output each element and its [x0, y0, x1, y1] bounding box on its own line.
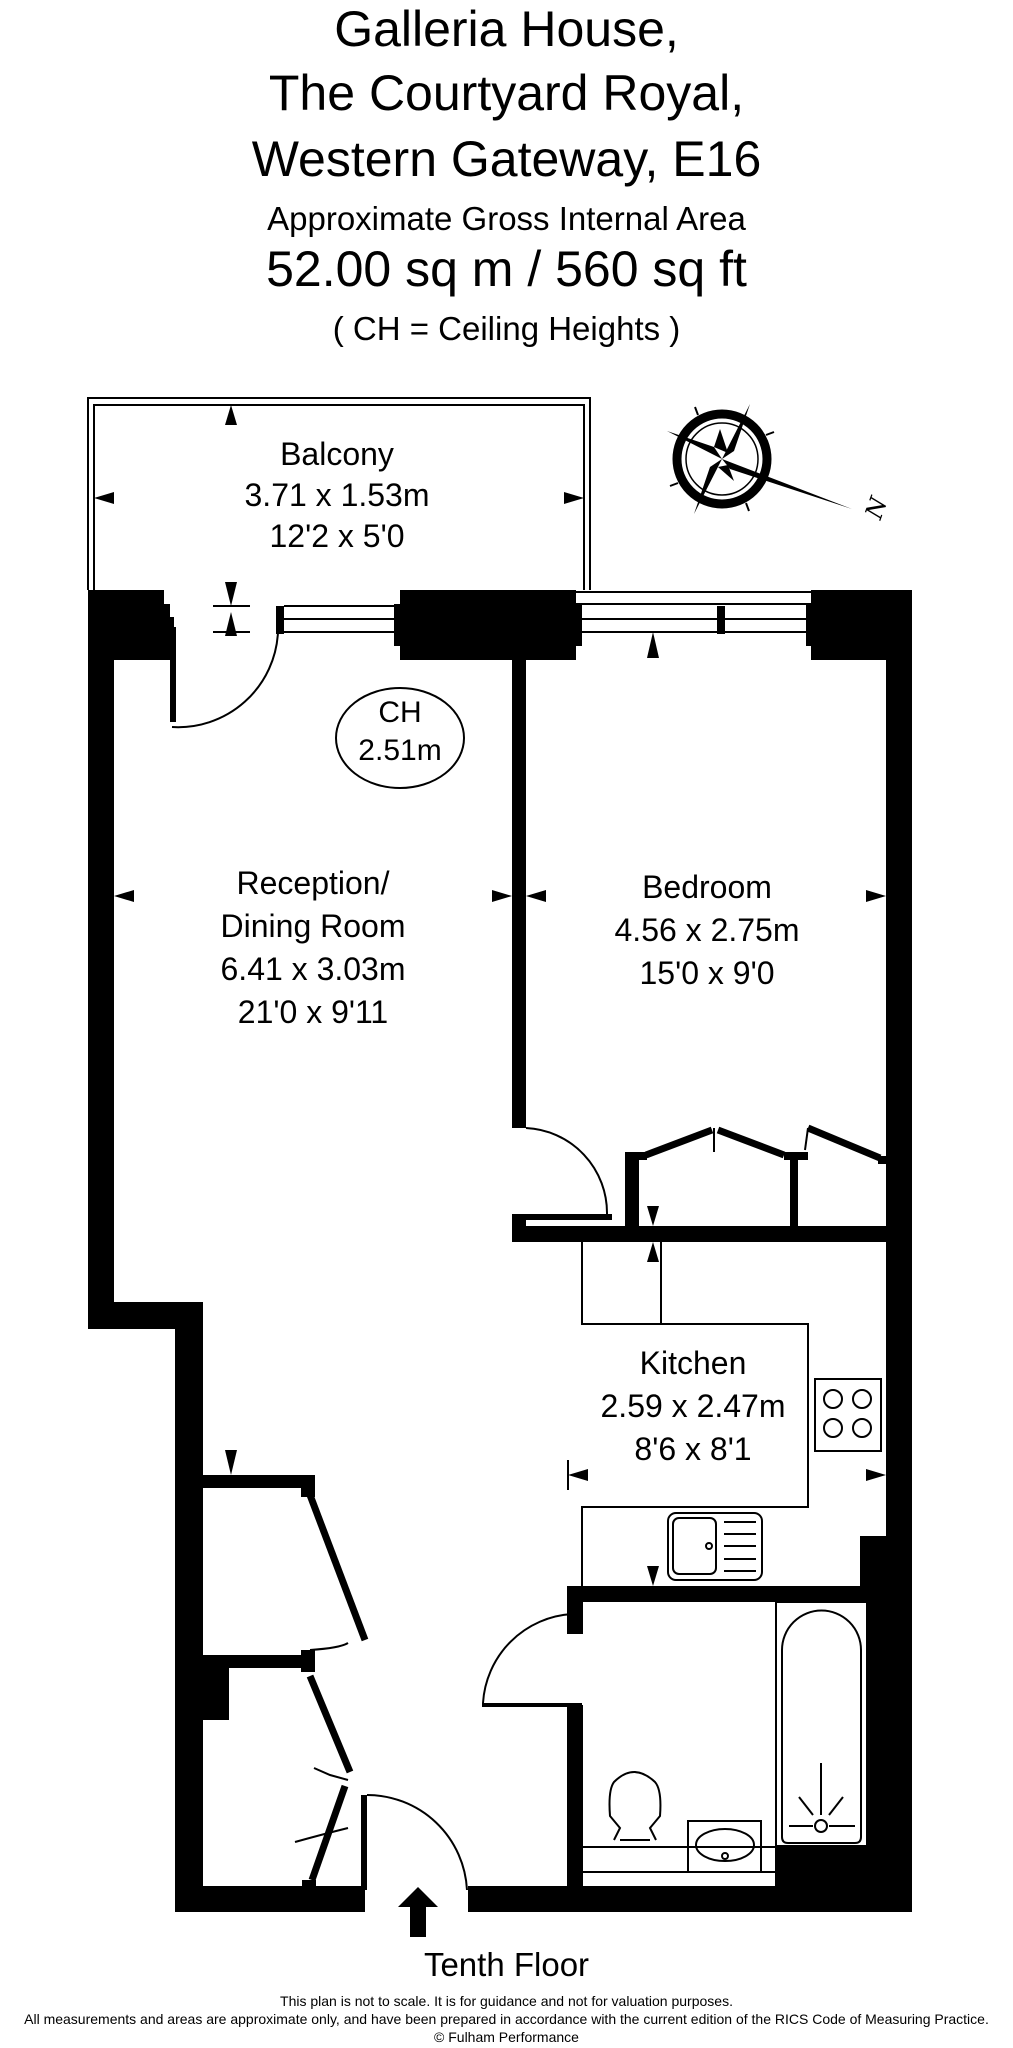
walls — [88, 590, 912, 1912]
ceiling-height: CH 2.51m — [358, 694, 441, 770]
compass-rose-icon — [667, 404, 852, 514]
disclaimer-line1: This plan is not to scale. It is for gui… — [280, 1993, 733, 2009]
room-kitchen: Kitchen 2.59 x 2.47m 8'6 x 8'1 — [601, 1342, 786, 1471]
ceiling-height-note: ( CH = Ceiling Heights ) — [332, 310, 681, 347]
ceiling-height-label: CH — [378, 696, 422, 729]
room-bedroom: Bedroom 4.56 x 2.75m 15'0 x 9'0 — [615, 866, 800, 995]
door-swings — [171, 631, 609, 1891]
room-metric: 2.59 x 2.47m — [600, 1388, 786, 1424]
disclaimer-line2: All measurements and areas are approxima… — [24, 2011, 989, 2027]
entrance-arrow-icon — [398, 1887, 438, 1937]
bathtub-icon — [775, 1601, 868, 1848]
room-imperial: 21'0 x 9'11 — [237, 994, 389, 1030]
room-name: Bedroom — [642, 869, 772, 905]
room-imperial: 8'6 x 8'1 — [634, 1431, 752, 1467]
room-name: Kitchen — [639, 1345, 747, 1381]
room-metric: 4.56 x 2.75m — [614, 912, 800, 948]
room-metric: 6.41 x 3.03m — [220, 951, 406, 987]
room-balcony: Balcony 3.71 x 1.53m 12'2 x 5'0 — [245, 434, 430, 557]
room-name-cont: Dining Room — [220, 908, 406, 944]
area-label: Approximate Gross Internal Area — [267, 200, 746, 237]
copyright: © Fulham Performance — [434, 2029, 579, 2045]
vanity-counter — [583, 1846, 776, 1873]
toilet-icon — [608, 1771, 662, 1841]
room-name: Reception/ — [236, 865, 390, 901]
room-reception: Reception/ Dining Room 6.41 x 3.03m 21'0… — [221, 862, 406, 1034]
balcony-outline — [87, 397, 591, 590]
property-name-line2: The Courtyard Royal, — [268, 65, 745, 121]
cupboard-doors — [306, 1124, 882, 1882]
ceiling-height-value: 2.51m — [358, 734, 442, 767]
sink-icon — [667, 1512, 763, 1581]
dimension-arrows — [94, 405, 886, 1586]
kitchen-counter — [581, 1242, 809, 1590]
room-imperial: 15'0 x 9'0 — [639, 955, 775, 991]
hob-icon — [814, 1378, 882, 1452]
ceiling-height-ellipse — [335, 687, 465, 789]
room-imperial: 12'2 x 5'0 — [269, 518, 405, 554]
property-name-line3: Western Gateway, E16 — [251, 131, 762, 187]
windows — [284, 591, 811, 633]
room-name: Balcony — [280, 436, 394, 472]
floor-label: Tenth Floor — [423, 1946, 590, 1983]
property-name-line1: Galleria House, — [334, 1, 679, 57]
area-value: 52.00 sq m / 560 sq ft — [266, 241, 747, 297]
room-metric: 3.71 x 1.53m — [244, 477, 430, 513]
washbasin-icon — [687, 1820, 762, 1873]
